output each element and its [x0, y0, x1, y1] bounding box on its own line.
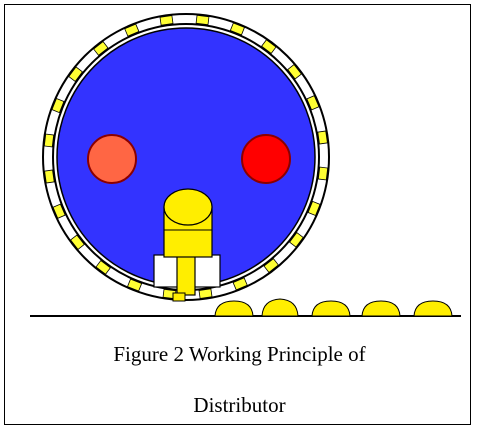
product-4 — [361, 300, 401, 317]
right-indicator-circle — [241, 134, 291, 184]
piston-head — [163, 188, 213, 226]
products-on-conveyor — [214, 298, 453, 317]
caption-line-2: Distributor — [193, 393, 286, 417]
product-2 — [261, 298, 299, 317]
drum-slot — [44, 169, 55, 184]
piston-assembly — [153, 188, 221, 302]
drum-slot — [159, 15, 174, 26]
product-5 — [413, 300, 453, 317]
drum-slot — [195, 14, 210, 26]
drum-slot — [263, 258, 279, 273]
drum-slot — [70, 234, 85, 250]
left-indicator-circle — [87, 134, 137, 184]
drum-slot — [198, 288, 213, 299]
drum-slot — [43, 133, 55, 148]
piston-tip — [172, 292, 186, 302]
drum-slot — [317, 166, 329, 181]
product-3 — [311, 300, 351, 317]
drum-slot — [287, 64, 302, 80]
piston-rod — [176, 254, 196, 296]
caption-line-1: Figure 2 Working Principle of — [113, 342, 366, 366]
drum-slot — [93, 41, 109, 56]
product-1 — [214, 300, 254, 317]
drum-slot — [317, 130, 328, 145]
